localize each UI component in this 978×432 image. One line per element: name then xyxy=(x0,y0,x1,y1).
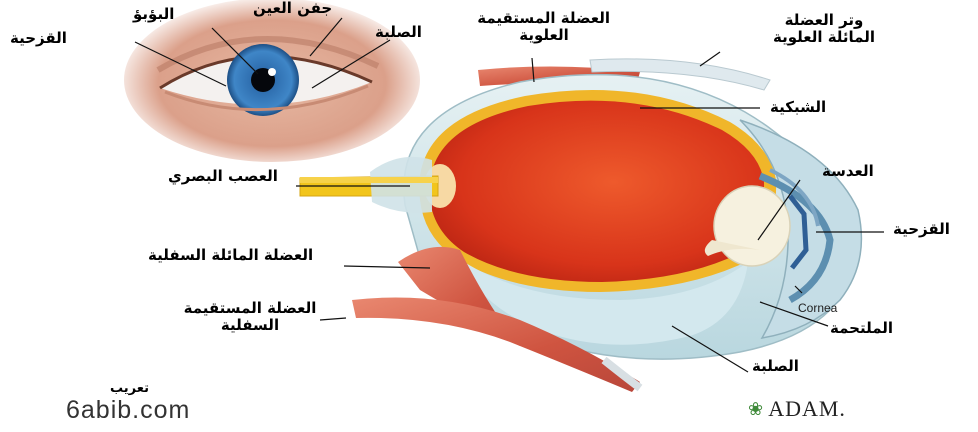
credit-site: 6abib.com xyxy=(66,396,190,425)
label-conjunctiva: الملتحمة xyxy=(830,320,893,337)
label-sclera-photo: الصلبة xyxy=(375,24,422,41)
label-iris-diagram: القزحية xyxy=(893,221,950,238)
label-optic-nerve: العصب البصري xyxy=(168,168,278,185)
credit-translation: تعريب xyxy=(110,380,149,397)
label-iris-photo: القزحية xyxy=(10,30,67,47)
label-cornea: Cornea xyxy=(798,301,837,315)
label-inferior-rectus-line2: السفلية xyxy=(182,317,318,334)
brand-text: ADAM. xyxy=(768,396,846,421)
lens xyxy=(714,186,790,266)
label-superior-rectus-line2: العلوية xyxy=(478,27,610,44)
label-sclera-diagram: الصلبة xyxy=(752,358,799,375)
label-retina: الشبكية xyxy=(770,99,826,116)
label-lens: العدسة xyxy=(822,163,874,180)
label-superior-oblique: وتر العضلة المائلة العلوية xyxy=(758,12,890,46)
adam-logo: ❀ ADAM. xyxy=(748,396,846,422)
label-superior-oblique-line1: وتر العضلة xyxy=(758,12,890,29)
retina-region xyxy=(429,101,764,282)
label-eyelid: جفن العين xyxy=(253,0,332,17)
label-inferior-rectus: العضلة المستقيمة السفلية xyxy=(182,300,318,334)
label-superior-rectus-line1: العضلة المستقيمة xyxy=(478,10,610,27)
label-pupil: البؤبؤ xyxy=(133,6,174,23)
label-superior-rectus: العضلة المستقيمة العلوية xyxy=(478,10,610,44)
label-superior-oblique-line2: المائلة العلوية xyxy=(758,29,890,46)
label-inferior-rectus-line1: العضلة المستقيمة xyxy=(182,300,318,317)
label-inferior-oblique: العضلة المائلة السفلية xyxy=(148,247,313,264)
leaf-icon: ❀ xyxy=(748,399,763,420)
